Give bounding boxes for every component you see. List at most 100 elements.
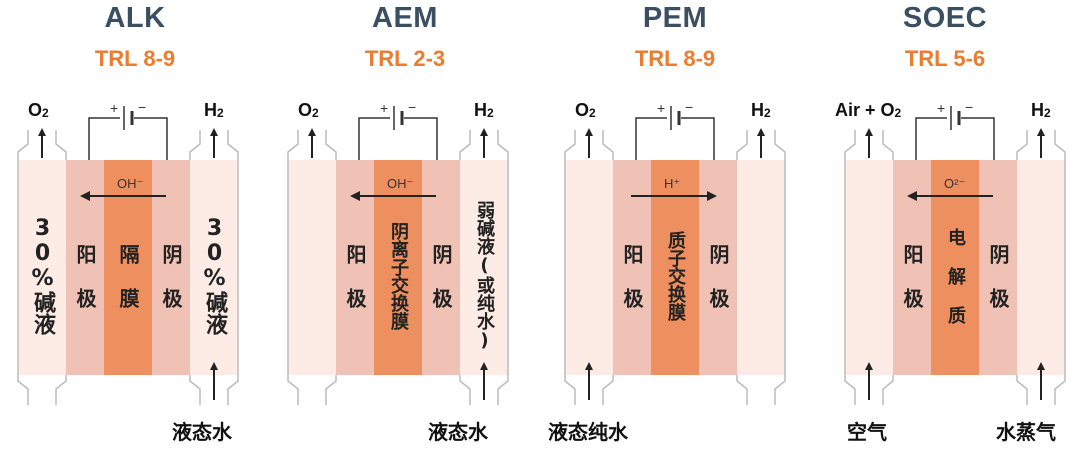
ion-arrow-head (707, 191, 717, 201)
cathode-label-text: 阴 极 (706, 243, 730, 308)
left-electrolyte-label: 30%碱液 (18, 188, 66, 363)
trl-label: TRL 8-9 (94, 46, 176, 71)
left-gas-subscript: 2 (894, 106, 902, 120)
left-inlet-pipe (844, 375, 894, 405)
anode-label-text: 阳 极 (900, 243, 924, 308)
left-gas-subscript: 2 (42, 106, 49, 120)
left-inlet-pipe (17, 375, 67, 405)
chamber-frame (844, 160, 1066, 375)
right-chamber (737, 160, 785, 375)
right-inlet-label: 液态水 (428, 420, 488, 444)
ion-arrow-head (350, 191, 360, 201)
left-outlet-arrow-head (38, 128, 46, 136)
anode-label: 阳 极 (336, 188, 374, 363)
battery-plus-label: + (657, 100, 666, 116)
right-outlet-arrow-head (480, 128, 488, 136)
membrane-label: 隔 膜 (104, 188, 152, 363)
right-inlet-label: 液态水 (172, 420, 232, 444)
right-inlet-arrow-head (1037, 362, 1045, 370)
right-gas-label: H2 (204, 100, 224, 121)
cathode-label: 阴 极 (422, 188, 460, 363)
left-chamber (288, 160, 336, 375)
right-outlet-pipe (1016, 130, 1066, 160)
ion-arrow-head (907, 191, 917, 201)
right-gas-label: H2 (1031, 100, 1051, 121)
battery-plus-label: + (937, 100, 946, 116)
electrolyzer-diagram (287, 106, 509, 405)
left-outlet-pipe (564, 130, 614, 160)
right-outlet-pipe (189, 130, 239, 160)
circuit-wire (915, 117, 995, 160)
right-gas-subscript: 2 (487, 106, 494, 120)
cathode-label: 阴 极 (152, 188, 190, 363)
right-chamber (460, 160, 508, 375)
left-chamber (18, 160, 66, 375)
membrane-label: 质子交换膜 (651, 188, 699, 363)
right-inlet-pipe (459, 375, 509, 405)
right-electrolyte-label-text: 弱碱液(或纯水) (474, 200, 495, 351)
anode-label: 阳 极 (613, 188, 651, 363)
cathode-label-text: 阴 极 (159, 243, 183, 308)
cathode-label: 阴 极 (699, 188, 737, 363)
right-chamber (1017, 160, 1065, 375)
right-inlet-arrow-head (480, 362, 488, 370)
anode-label: 阳 极 (893, 188, 931, 363)
right-inlet-label: 水蒸气 (996, 420, 1056, 444)
chamber-frame (564, 160, 786, 375)
cathode-label: 阴 极 (979, 188, 1017, 363)
right-gas-text: H (474, 100, 487, 120)
technology-title: ALK (104, 2, 166, 34)
anode-label-text: 阳 极 (620, 243, 644, 308)
circuit-wire (358, 117, 438, 160)
electrolyzer-diagram (17, 106, 239, 405)
ion-label: O²⁻ (944, 176, 966, 191)
electrolyzer-diagram (844, 106, 1066, 405)
membrane-label: 阴离子交换膜 (374, 188, 422, 363)
right-outlet-pipe (459, 130, 509, 160)
right-gas-subscript: 2 (1044, 106, 1051, 120)
left-outlet-arrow-head (865, 128, 873, 136)
battery-minus-label: − (685, 99, 694, 115)
anode-label: 阳 极 (66, 188, 104, 363)
right-outlet-arrow-head (1037, 128, 1045, 136)
ion-label: OH⁻ (117, 176, 144, 191)
anode-label-text: 阳 极 (73, 243, 97, 308)
left-outlet-pipe (17, 130, 67, 160)
technology-title: AEM (372, 2, 438, 34)
left-outlet-arrow-head (308, 128, 316, 136)
right-gas-label: H2 (751, 100, 771, 121)
left-inlet-label: 空气 (847, 420, 887, 444)
left-outlet-pipe (844, 130, 894, 160)
trl-label: TRL 2-3 (364, 46, 446, 71)
membrane-label: 电 解 质 (931, 188, 979, 363)
left-gas-subscript: 2 (312, 106, 319, 120)
left-electrolyte-label-text: 30%碱液 (30, 216, 55, 335)
membrane-label-text: 阴离子交换膜 (388, 221, 409, 330)
electrolyzer-diagram (564, 106, 786, 405)
technology-title: SOEC (902, 2, 988, 34)
battery-minus-label: − (408, 99, 417, 115)
left-gas-text: Air + O (835, 100, 895, 120)
right-inlet-pipe (736, 375, 786, 405)
ion-label: OH⁻ (387, 176, 414, 191)
battery-minus-label: − (965, 99, 974, 115)
right-gas-label: H2 (474, 100, 494, 121)
right-inlet-arrow-head (210, 362, 218, 370)
left-outlet-pipe (287, 130, 337, 160)
left-outlet-arrow-head (585, 128, 593, 136)
chamber-frame (17, 160, 239, 375)
left-gas-label: O2 (28, 100, 49, 121)
cathode-label-text: 阴 极 (429, 243, 453, 308)
membrane-label-text: 电 解 质 (945, 227, 966, 324)
left-inlet-arrow-head (865, 362, 873, 370)
technology-title: PEM (642, 2, 708, 34)
right-outlet-arrow-head (757, 128, 765, 136)
battery-plus-label: + (110, 100, 119, 116)
right-electrolyte-label: 弱碱液(或纯水) (460, 188, 508, 363)
ion-arrow-head (80, 191, 90, 201)
right-electrolyte-label-text: 30%碱液 (202, 216, 227, 335)
